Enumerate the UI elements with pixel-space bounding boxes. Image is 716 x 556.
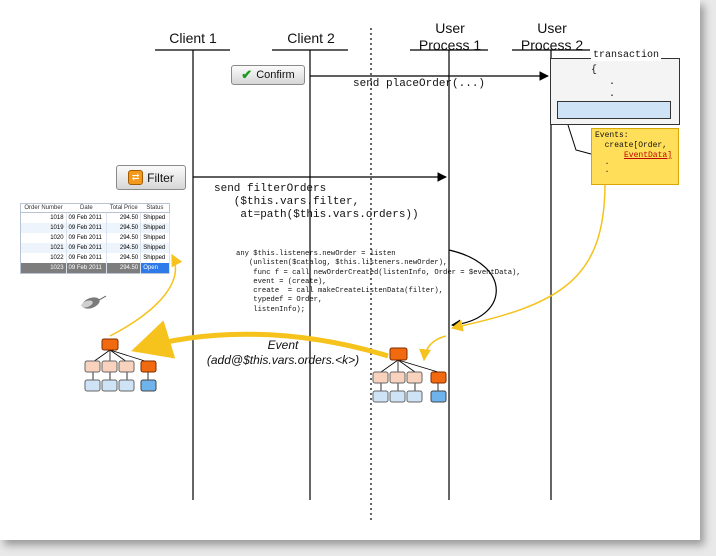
cell-total-price: 294.50 <box>106 233 142 243</box>
transaction-body: { . . <box>591 65 616 100</box>
arrow-listen-loop <box>448 249 497 330</box>
listener-code: any $this.listeners.newOrder = listen (u… <box>236 250 521 314</box>
orders-table-header: Order Number Date Total Price Status <box>20 203 170 213</box>
cell-total-price: 294.50 <box>106 263 142 274</box>
tree-left <box>84 338 157 392</box>
transaction-box: transaction { . . <box>550 50 680 125</box>
cell-status: Shipped <box>140 212 170 223</box>
cell-status: Shipped <box>140 243 170 253</box>
cell-total-price: 294.50 <box>106 223 142 233</box>
filter-button[interactable]: ⇄ Filter <box>116 165 186 190</box>
cell-date: 09 Feb 2011 <box>66 263 108 274</box>
message-filter-orders: send filterOrders ($this.vars.filter, at… <box>214 183 419 221</box>
table-row[interactable]: 1019 09 Feb 2011 294.50 Shipped <box>20 223 170 233</box>
cell-order-number: 1023 <box>20 263 67 274</box>
yellow-arrow-to-tree-right <box>419 335 447 362</box>
events-note: Events: create[Order, EventData] . . <box>591 128 679 185</box>
transaction-title: transaction <box>591 50 662 61</box>
orders-table: Order Number Date Total Price Status 101… <box>20 203 170 274</box>
table-row[interactable]: 1022 09 Feb 2011 294.50 Shipped <box>20 253 170 263</box>
mouse-cursor-icon <box>81 295 107 309</box>
diagram-canvas: Client 1 Client 2 User Process 1 User Pr… <box>0 0 700 540</box>
cell-date: 09 Feb 2011 <box>66 223 108 233</box>
cell-total-price: 294.50 <box>106 253 142 263</box>
column-header[interactable]: Order Number <box>20 203 67 213</box>
events-note-line1: Events: <box>595 131 629 140</box>
cell-order-number: 1021 <box>20 243 67 253</box>
lane-title-client2: Client 2 <box>287 30 335 46</box>
cell-order-number: 1019 <box>20 223 67 233</box>
table-row[interactable]: 1021 09 Feb 2011 294.50 Shipped <box>20 243 170 253</box>
lane-title-client1: Client 1 <box>169 30 217 46</box>
event-label-title: Event <box>267 338 299 352</box>
yellow-arrow-to-table <box>109 253 183 337</box>
table-row[interactable]: 1018 09 Feb 2011 294.50 Shipped <box>20 212 170 223</box>
column-header[interactable]: Status <box>140 203 170 213</box>
events-note-line3: EventData] <box>624 151 673 160</box>
table-row[interactable]: 1020 09 Feb 2011 294.50 Shipped <box>20 233 170 243</box>
transaction-selected-slot <box>557 101 671 119</box>
cell-date: 09 Feb 2011 <box>66 253 108 263</box>
cell-status: Shipped <box>140 253 170 263</box>
cell-date: 09 Feb 2011 <box>66 243 108 253</box>
cell-order-number: 1018 <box>20 212 67 223</box>
cell-date: 09 Feb 2011 <box>66 212 108 223</box>
table-row-selected[interactable]: 1023 09 Feb 2011 294.50 Open <box>20 263 170 274</box>
yellow-arrow-events-to-up1 <box>450 182 606 332</box>
cell-status: Shipped <box>140 233 170 243</box>
tree-right <box>372 347 447 403</box>
event-arrow-thick <box>131 320 389 359</box>
cell-order-number: 1022 <box>20 253 67 263</box>
column-header[interactable]: Total Price <box>106 203 141 213</box>
checkmark-icon: ✔ <box>241 67 253 82</box>
events-note-line4: . . <box>604 158 610 175</box>
cell-date: 09 Feb 2011 <box>66 233 108 243</box>
connector-tx-events <box>567 124 592 155</box>
lane-title-user-process1: User Process 1 <box>418 20 482 53</box>
diagram-lines <box>81 28 606 520</box>
filter-icon: ⇄ <box>128 170 144 185</box>
cell-order-number: 1020 <box>20 233 67 243</box>
message-place-order: send placeOrder(...) <box>353 78 486 90</box>
column-header[interactable]: Date <box>66 203 107 213</box>
cell-total-price: 294.50 <box>106 212 142 223</box>
cell-total-price: 294.50 <box>106 243 142 253</box>
event-label: Event (add@$this.vars.orders.<k>) <box>193 338 373 368</box>
lane-title-user-process2: User Process 2 <box>520 20 584 53</box>
cell-status: Shipped <box>140 223 170 233</box>
confirm-button[interactable]: ✔ Confirm <box>231 65 305 85</box>
filter-button-label: Filter <box>147 170 174 185</box>
cell-status: Open <box>140 263 170 274</box>
event-label-path: (add@$this.vars.orders.<k>) <box>206 353 360 367</box>
events-note-line2: create[Order, <box>595 141 668 150</box>
confirm-button-label: Confirm <box>256 69 295 81</box>
